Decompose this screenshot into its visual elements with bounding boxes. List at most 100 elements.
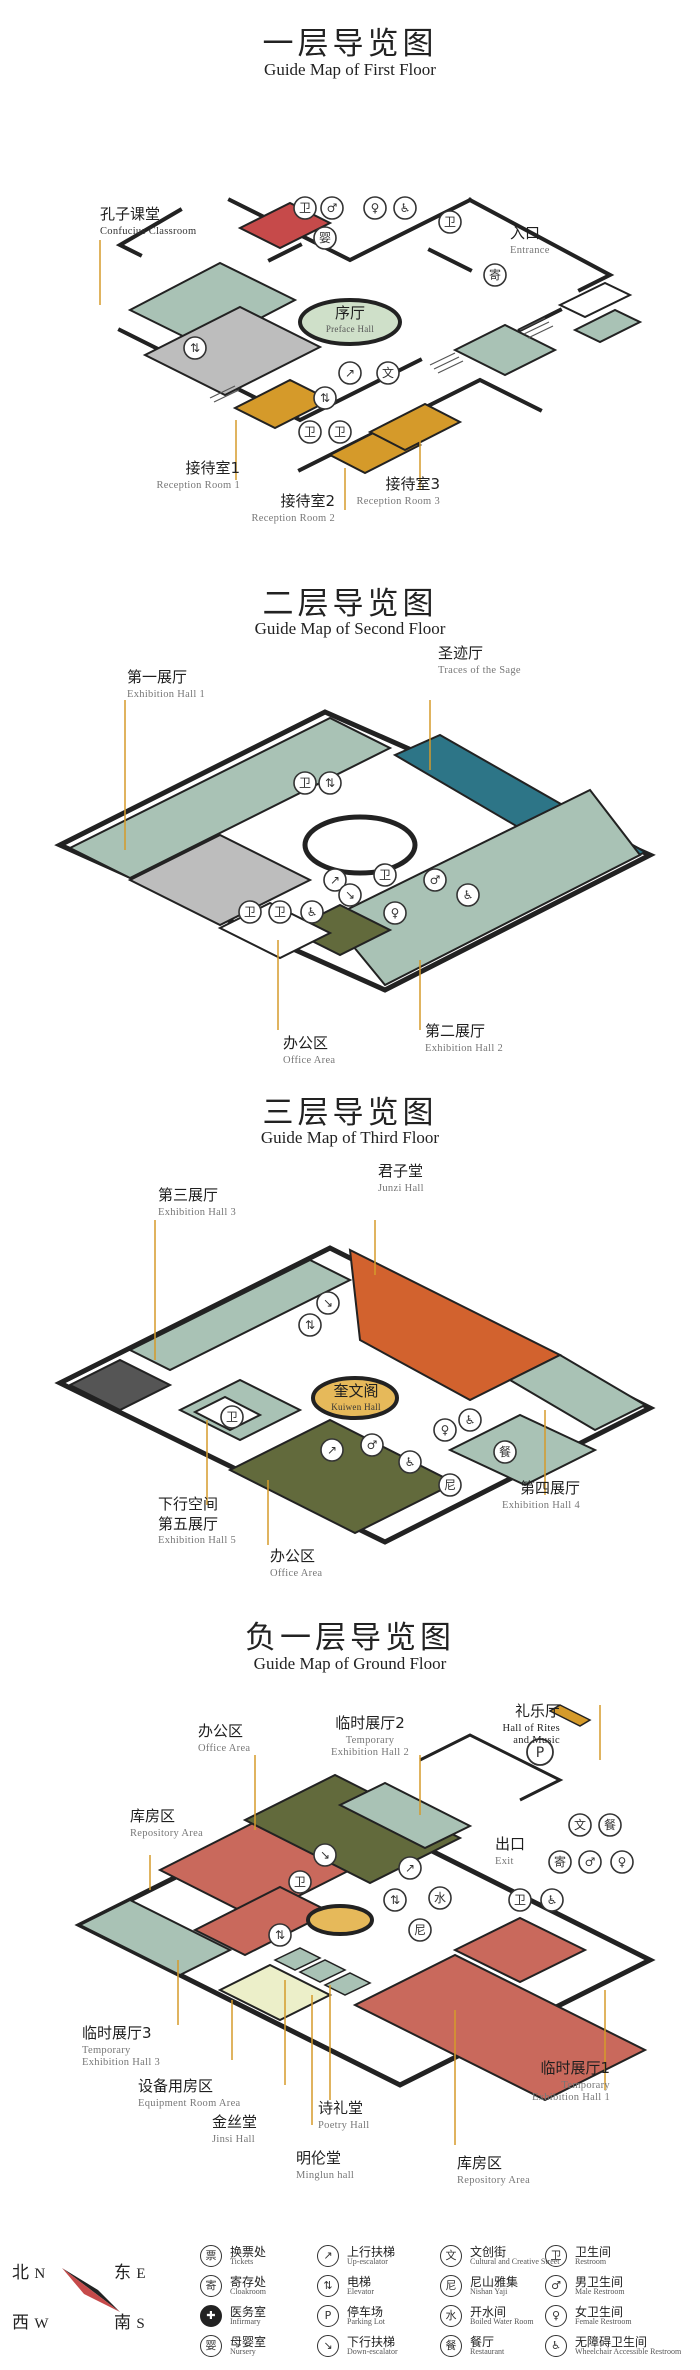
svg-text:⇅: ⇅	[190, 341, 200, 355]
exhibition-hall-2	[328, 788, 642, 987]
label-exit[interactable]: 出口 Exit	[495, 1835, 526, 1867]
svg-text:卫: 卫	[299, 201, 311, 215]
female-restroom-icon: ♀	[545, 2305, 567, 2327]
svg-text:尼: 尼	[414, 1923, 426, 1937]
label-exhibition-hall-5: 下行空间 第五展厅 Exhibition Hall 5	[158, 1495, 237, 1546]
svg-text:尼: 尼	[444, 1478, 456, 1492]
svg-text:水: 水	[434, 1891, 446, 1905]
legend-item-label: 下行扶梯	[347, 2335, 396, 2349]
label-repository-area-west: 库房区 Repository Area	[130, 1807, 204, 1839]
legend-item-label: 寄存处	[230, 2275, 267, 2289]
svg-text:♿: ♿	[400, 201, 411, 215]
legend-item-label-en: Wheelchair Accessible Restroom	[575, 2347, 682, 2356]
down-escalator-icon: ↘	[317, 2335, 339, 2357]
up-escalator-icon	[323, 868, 347, 892]
exhibition-hall-4-south	[447, 1413, 598, 1487]
east-outline-room	[557, 281, 633, 319]
label-exhibition-hall-2: 第二展厅 Exhibition Hall 2	[425, 1022, 504, 1054]
restroom-icon	[293, 771, 317, 795]
restaurant-icon	[493, 1440, 517, 1464]
svg-text:♿: ♿	[547, 1893, 558, 1907]
cloakroom-icon: 寄	[200, 2275, 222, 2297]
up-escalator-icon	[320, 1438, 344, 1462]
svg-text:↗: ↗	[330, 873, 340, 887]
exhibition-hall-3	[127, 1258, 353, 1372]
legend-item-label-en: Tickets	[230, 2257, 254, 2266]
grey-room	[142, 305, 323, 397]
label-reception-room-3: 接待室3 Reception Room 3	[356, 475, 440, 507]
cultural-street-icon	[568, 1813, 592, 1837]
label-temporary-hall-1: 临时展厅1 Temporary Exhibition Hall 1	[531, 2059, 610, 2104]
male-restroom-icon	[320, 196, 344, 220]
legend-item-label: 停车场	[347, 2305, 384, 2319]
legend-item-label-en: Restaurant	[470, 2347, 505, 2356]
label-jinsi-hall: 金丝堂 Jinsi Hall	[212, 2113, 258, 2145]
restroom-icon: 卫	[545, 2245, 567, 2267]
parking-icon	[526, 1738, 554, 1766]
svg-text:卫: 卫	[334, 425, 346, 439]
elevator-icon-2	[313, 386, 337, 410]
accessible-restroom-icon-2	[458, 1408, 482, 1432]
label-entrance[interactable]: 入口 Entrance	[510, 224, 550, 256]
legend-item-label: 男卫生间	[575, 2275, 624, 2289]
svg-text:♿: ♿	[405, 1455, 416, 1469]
female-restroom-icon	[433, 1418, 457, 1442]
up-escalator-icon	[398, 1856, 422, 1880]
label-office-area-3f: 办公区 Office Area	[270, 1547, 323, 1579]
legend-item-label: 文创街	[470, 2245, 507, 2259]
ground-floor-title: 负一层导览图	[245, 1620, 455, 1656]
label-exhibition-hall-4: 第四展厅 Exhibition Hall 4	[501, 1479, 580, 1511]
svg-text:♿: ♿	[463, 888, 474, 902]
legend-item-label: 医务室	[230, 2305, 267, 2319]
svg-text:⇅: ⇅	[305, 1318, 315, 1332]
legend-item-label: 餐厅	[470, 2335, 495, 2349]
third-floor-title: 三层导览图	[262, 1095, 438, 1131]
cultural-street-icon: 文	[440, 2245, 462, 2267]
third-floor-plan: ↘ ⇅ 卫 ↗ ♂ ♿ ♀ ♿ 餐 尼	[54, 1220, 656, 1545]
svg-text:婴: 婴	[319, 231, 331, 245]
repository-area-east	[452, 1916, 588, 1984]
legend-item-label-en: Nursery	[230, 2347, 256, 2356]
legend-item-label: 无障碍卫生间	[575, 2335, 648, 2349]
label-poetry-hall: 诗礼堂 Poetry Hall	[318, 2099, 370, 2131]
male-restroom-icon	[578, 1850, 602, 1874]
svg-text:⇅: ⇅	[275, 1928, 285, 1942]
svg-text:卫: 卫	[299, 776, 311, 790]
ticket-icon: 票	[200, 2245, 222, 2267]
label-equipment-room-area: 设备用房区 Equipment Room Area	[138, 2077, 241, 2109]
kuiwen-hall	[311, 1376, 399, 1420]
compass-east: 东 E	[114, 2263, 146, 2283]
label-reception-room-1: 接待室1 Reception Room 1	[156, 459, 240, 491]
up-escalator-icon: ↗	[317, 2245, 339, 2267]
male-restroom-icon	[360, 1433, 384, 1457]
male-restroom-icon	[423, 868, 447, 892]
legend-item-label-en: Restroom	[575, 2257, 607, 2266]
svg-text:♿: ♿	[465, 1413, 476, 1427]
nishan-icon	[408, 1918, 432, 1942]
parking-outline	[419, 1733, 564, 1802]
restroom-icon-4	[328, 420, 352, 444]
legend-item-label: 母婴室	[230, 2335, 267, 2349]
svg-text:↗: ↗	[327, 1443, 337, 1457]
legend-item-label-en: Down-escalator	[347, 2347, 398, 2356]
svg-text:♀: ♀	[391, 906, 400, 920]
confucius-classroom-room	[127, 261, 298, 349]
third-floor-subtitle: Guide Map of Third Floor	[260, 1128, 440, 1147]
elevator-icon	[183, 336, 207, 360]
second-floor-plan: 卫 ⇅ ↗ ↘ 卫 ♂ ♿ ♀ ♿ 卫 卫	[54, 700, 656, 1030]
label-office-area-b1: 办公区 Office Area	[198, 1722, 251, 1754]
label-traces-of-the-sage: 圣迹厅 Traces of the Sage	[438, 644, 521, 676]
